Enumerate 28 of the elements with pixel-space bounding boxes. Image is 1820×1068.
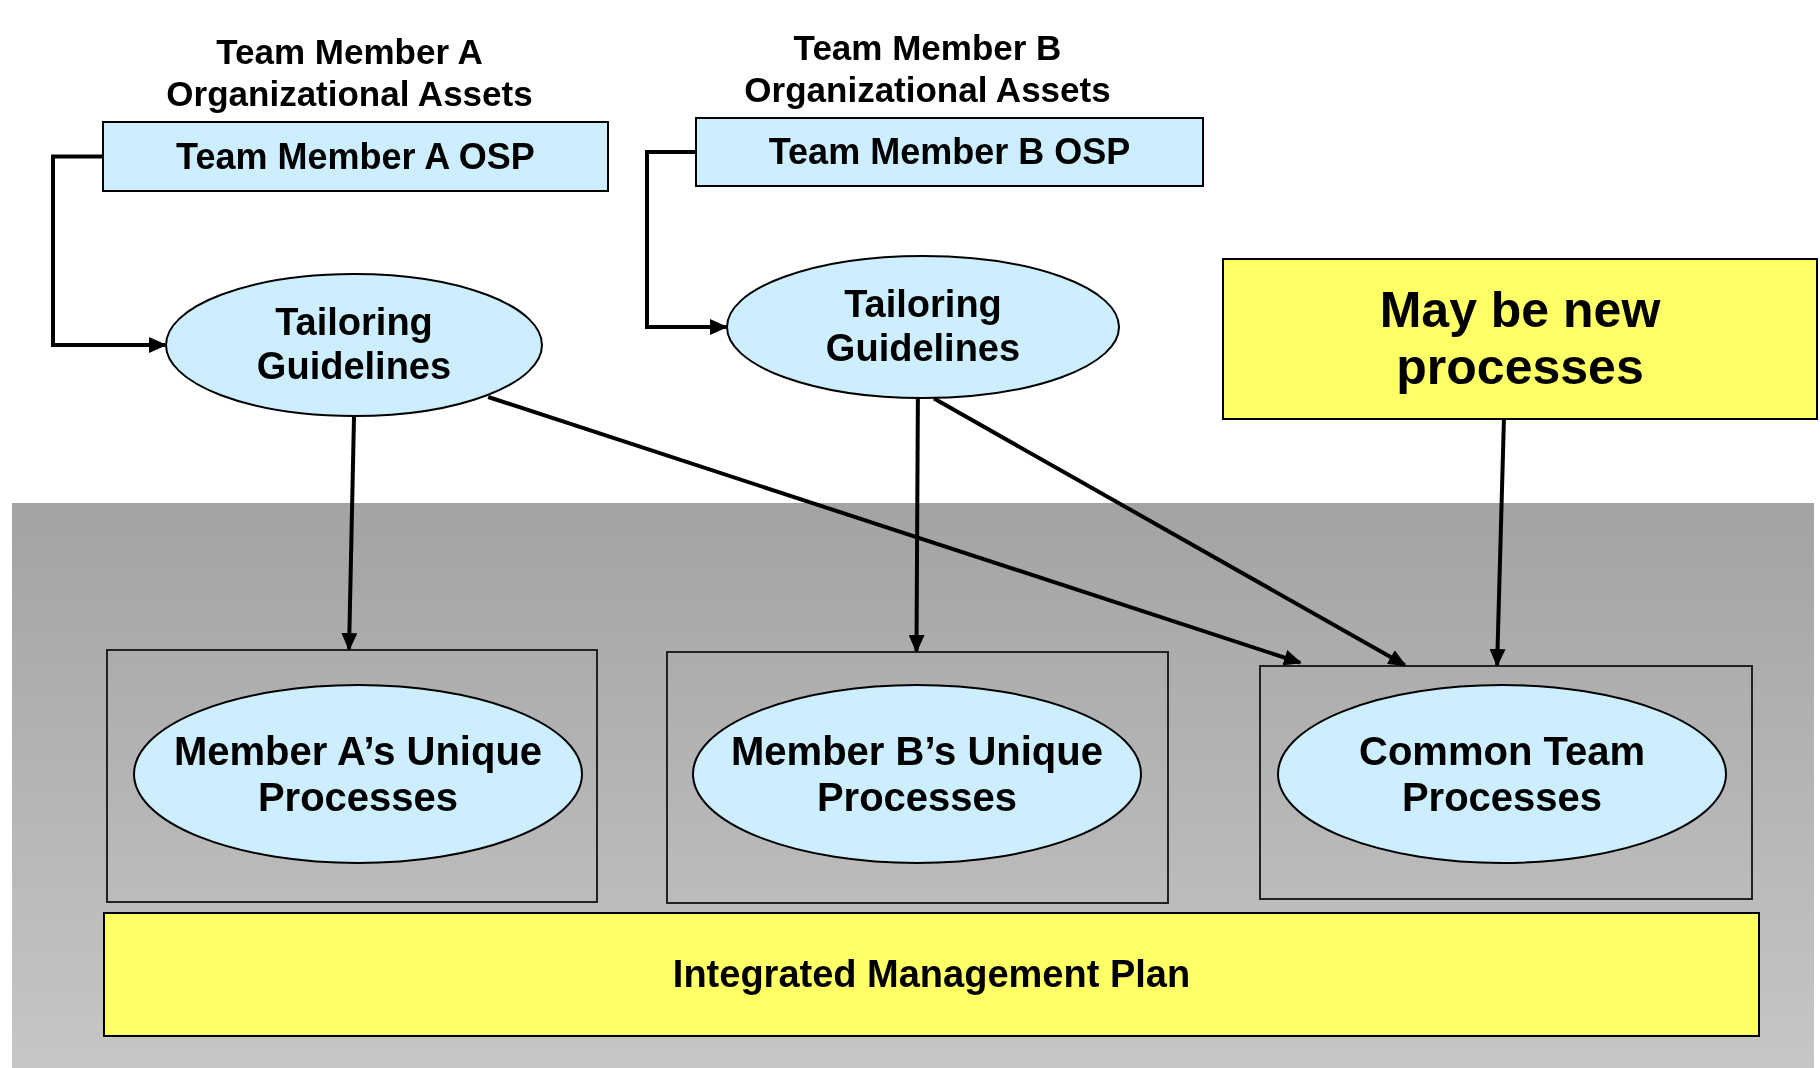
note-box — [1222, 258, 1818, 420]
arrow — [51, 154, 167, 353]
node-label: Tailoring Guidelines — [824, 283, 1022, 371]
group-frame — [1259, 665, 1753, 900]
group-frame — [666, 651, 1169, 904]
group-frame — [106, 649, 598, 903]
arrow — [341, 416, 358, 651]
ellipse-node — [692, 684, 1142, 864]
node-label: Integrated Management Plan — [671, 952, 1192, 997]
ellipse-node — [726, 255, 1120, 399]
arrow — [1489, 419, 1506, 667]
arrow — [645, 150, 728, 335]
ellipse-node — [165, 273, 543, 417]
node-label: Member A’s Unique Processes — [172, 728, 544, 820]
heading-text: Team Member A Organizational Assets — [165, 31, 534, 115]
arrow — [908, 399, 925, 653]
node-label: May be new processes — [1378, 281, 1662, 397]
node-label: Member B’s Unique Processes — [730, 728, 1104, 820]
ellipse-node — [133, 684, 583, 864]
node-label: Team Member B OSP — [767, 131, 1132, 173]
heading-text: Team Member B Organizational Assets — [743, 27, 1112, 111]
node-label: Common Team Processes — [1358, 728, 1646, 820]
note-box — [103, 912, 1760, 1037]
ellipse-node — [1277, 684, 1727, 864]
arrow — [933, 396, 1407, 667]
node-label: Team Member A OSP — [175, 135, 536, 178]
arrow — [487, 395, 1302, 666]
node-label: Tailoring Guidelines — [255, 301, 453, 389]
